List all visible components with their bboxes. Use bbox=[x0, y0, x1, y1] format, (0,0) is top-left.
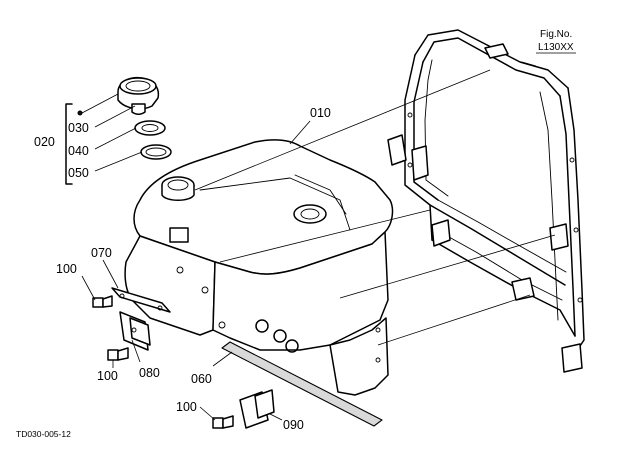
label-leaders bbox=[81, 61, 537, 421]
assembly-guide-lines bbox=[194, 69, 556, 346]
label-100-lower: 100 bbox=[176, 400, 197, 414]
footer-code: TD030-005-12 bbox=[16, 429, 71, 439]
label-050: 050 bbox=[68, 166, 89, 180]
fig-no-label: Fig.No. bbox=[540, 29, 572, 40]
bolt-middle bbox=[107, 347, 129, 361]
label-040: 040 bbox=[68, 144, 89, 158]
fuel-tank bbox=[124, 139, 394, 396]
label-070: 070 bbox=[91, 246, 112, 260]
bolt-lower bbox=[212, 415, 234, 429]
fig-no-value: L130XX bbox=[538, 42, 574, 53]
support-frame bbox=[387, 29, 585, 373]
rubber-strip bbox=[221, 341, 383, 427]
mounting-bracket-right bbox=[239, 389, 275, 429]
bolt-upper bbox=[92, 295, 113, 308]
label-020: 020 bbox=[34, 135, 55, 149]
part-group-bracket bbox=[65, 93, 119, 185]
mounting-bracket-left bbox=[119, 311, 151, 351]
label-100-upper: 100 bbox=[56, 262, 77, 276]
o-ring-gasket bbox=[140, 144, 172, 160]
label-030: 030 bbox=[68, 121, 89, 135]
mounting-strap bbox=[111, 287, 171, 313]
label-060: 060 bbox=[191, 372, 212, 386]
fuel-cap bbox=[117, 76, 160, 115]
label-010: 010 bbox=[310, 106, 331, 120]
label-100-middle: 100 bbox=[97, 369, 118, 383]
label-080: 080 bbox=[139, 366, 160, 380]
label-090: 090 bbox=[283, 418, 304, 432]
washer bbox=[134, 120, 166, 136]
